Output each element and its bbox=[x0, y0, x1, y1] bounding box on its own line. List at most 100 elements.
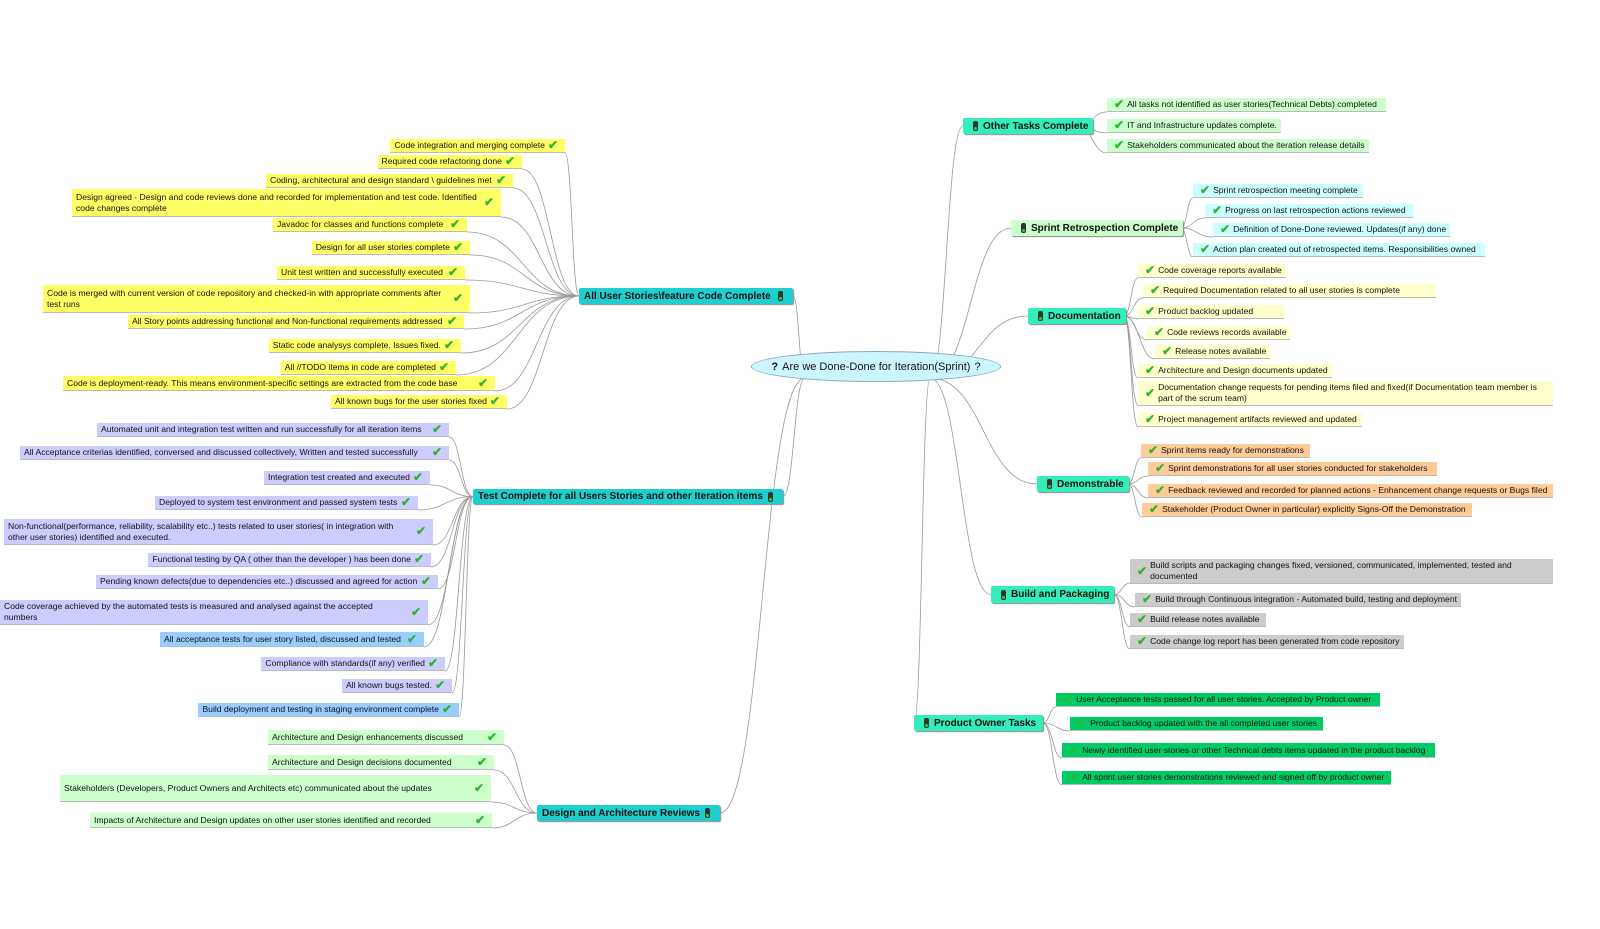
checklist-item[interactable]: All acceptance tests for user story list… bbox=[160, 632, 424, 647]
checklist-item-text: Progress on last retrospection actions r… bbox=[1225, 205, 1406, 215]
checklist-item[interactable]: ✔IT and Infrastructure updates complete. bbox=[1107, 119, 1281, 133]
checklist-item-text: Required code refactoring done bbox=[381, 156, 502, 166]
branch-topic[interactable]: Other Tasks Complete bbox=[963, 118, 1094, 134]
checklist-item[interactable]: ✔All tasks not identified as user storie… bbox=[1107, 98, 1386, 112]
question-icon: ? bbox=[974, 360, 981, 373]
item-connector bbox=[1042, 706, 1057, 724]
branch-label: Product Owner Tasks bbox=[934, 717, 1037, 729]
check-icon: ✔ bbox=[474, 812, 485, 827]
checklist-item[interactable]: Unit test written and successfully execu… bbox=[277, 266, 465, 280]
branch-topic[interactable]: Design and Architecture Reviews bbox=[537, 805, 721, 821]
check-icon: ✔ bbox=[1149, 502, 1160, 516]
checklist-item-text: All known bugs for the user stories fixe… bbox=[335, 396, 487, 406]
branch-topic[interactable]: Demonstrable bbox=[1037, 476, 1129, 492]
checklist-item[interactable]: ✔Feedback reviewed and recorded for plan… bbox=[1148, 484, 1553, 498]
checklist-item[interactable]: ✔Documentation change requests for pendi… bbox=[1138, 381, 1553, 406]
checklist-item[interactable]: Design for all user stories complete✔ bbox=[311, 241, 470, 255]
checklist-item-text: Integration test created and executed bbox=[268, 472, 410, 482]
item-connector bbox=[1113, 582, 1131, 595]
checklist-item[interactable]: Build deployment and testing in staging … bbox=[198, 703, 459, 717]
checklist-item-text: Functional testing by QA ( other than th… bbox=[152, 554, 411, 564]
checklist-item[interactable]: ✔Definition of Done-Done reviewed. Updat… bbox=[1213, 223, 1451, 237]
check-icon: ✔ bbox=[473, 780, 484, 795]
checklist-item[interactable]: ✔Project management artifacts reviewed a… bbox=[1138, 413, 1362, 427]
checklist-item[interactable]: Coding, architectural and design standar… bbox=[266, 174, 513, 188]
checklist-item[interactable]: Integration test created and executed✔ bbox=[264, 471, 430, 485]
checklist-item[interactable]: ✔Code coverage reports available bbox=[1138, 264, 1286, 278]
checklist-item[interactable]: Functional testing by QA ( other than th… bbox=[148, 553, 431, 567]
checklist-item[interactable]: Stakeholders (Developers, Product Owners… bbox=[60, 775, 491, 802]
branch-topic[interactable]: All User Stories\feature Code Complete bbox=[579, 288, 793, 304]
check-icon: ✔ bbox=[1162, 344, 1173, 358]
checklist-item[interactable]: ✔Architecture and Design documents updat… bbox=[1138, 364, 1332, 378]
checklist-item[interactable]: ✔Newly identified user stories or other … bbox=[1062, 743, 1435, 758]
item-connector bbox=[493, 769, 538, 814]
item-connector bbox=[469, 254, 580, 297]
checklist-item[interactable]: ✔Action plan created out of retrospected… bbox=[1193, 243, 1485, 257]
checklist-item-text: Design agreed - Design and code reviews … bbox=[76, 191, 477, 213]
checklist-item[interactable]: ✔Required Documentation related to all u… bbox=[1143, 284, 1436, 298]
branch-topic[interactable]: Documentation bbox=[1028, 308, 1126, 324]
checklist-item[interactable]: All Acceptance criterias identified, con… bbox=[20, 446, 449, 460]
check-icon: ✔ bbox=[1145, 385, 1156, 400]
check-icon: ✔ bbox=[427, 656, 438, 670]
item-connector bbox=[500, 216, 580, 297]
checklist-item[interactable]: ✔Product backlog updated with the all co… bbox=[1070, 717, 1323, 731]
checklist-item[interactable]: Pending known defects(due to dependencie… bbox=[96, 575, 438, 589]
checklist-item-text: User Acceptance tests passed for all use… bbox=[1076, 694, 1372, 704]
checklist-item[interactable]: ✔Stakeholder (Product Owner in particula… bbox=[1142, 503, 1472, 517]
checklist-item[interactable]: ✔Sprint retrospection meeting complete bbox=[1193, 184, 1363, 198]
central-topic[interactable]: ? Are we Done-Done for Iteration(Sprint)… bbox=[751, 351, 1001, 382]
checklist-item[interactable]: ✔Product backlog updated bbox=[1138, 305, 1284, 319]
branch-topic[interactable]: Test Complete for all Users Stories and … bbox=[473, 489, 783, 504]
checklist-item[interactable]: ✔Release notes available bbox=[1155, 344, 1271, 359]
check-icon: ✔ bbox=[1200, 242, 1211, 256]
branch-topic[interactable]: Product Owner Tasks bbox=[914, 715, 1043, 731]
item-connector bbox=[1042, 722, 1071, 732]
check-icon: ✔ bbox=[1145, 304, 1156, 318]
checklist-item[interactable]: ✔Build scripts and packaging changes fix… bbox=[1130, 559, 1553, 584]
checklist-item[interactable]: ✔Sprint demonstrations for all user stor… bbox=[1148, 462, 1437, 476]
checklist-item[interactable]: ✔Build through Continuous integration - … bbox=[1135, 593, 1461, 607]
checklist-item[interactable]: ✔All sprint user stories demonstrations … bbox=[1062, 771, 1391, 785]
checklist-item[interactable]: Compliance with standards(if any) verifi… bbox=[261, 657, 445, 671]
checklist-item[interactable]: Automated unit and integration test writ… bbox=[97, 423, 449, 437]
checklist-item[interactable]: Static code analysys complete. Issues fi… bbox=[268, 339, 461, 353]
checklist-item-text: Code integration and merging complete bbox=[394, 140, 545, 150]
checklist-item[interactable]: Code is deployment-ready. This means env… bbox=[63, 376, 495, 391]
checklist-item[interactable]: Code coverage achieved by the automated … bbox=[0, 600, 428, 625]
checklist-item-text: Code reviews records available bbox=[1167, 327, 1287, 337]
checklist-item[interactable]: All known bugs for the user stories fixe… bbox=[331, 395, 507, 409]
checklist-item[interactable]: Non-functional(performance, reliability,… bbox=[4, 519, 433, 545]
checklist-item[interactable]: Required code refactoring done✔ bbox=[377, 155, 522, 169]
item-connector bbox=[460, 295, 580, 354]
traffic-light-icon bbox=[973, 121, 978, 131]
checklist-item[interactable]: ✔Sprint items ready for demonstrations bbox=[1141, 444, 1310, 458]
checklist-item[interactable]: Design agreed - Design and code reviews … bbox=[72, 189, 501, 217]
branch-topic[interactable]: Sprint Retrospection Complete bbox=[1011, 220, 1184, 236]
checklist-item[interactable]: Javadoc for classes and functions comple… bbox=[273, 218, 467, 232]
checklist-item[interactable]: ✔Stakeholders communicated about the ite… bbox=[1107, 139, 1369, 153]
check-icon: ✔ bbox=[489, 394, 500, 408]
checklist-item[interactable]: All known bugs tested.✔ bbox=[341, 679, 452, 693]
checklist-item[interactable]: Architecture and Design decisions docume… bbox=[268, 755, 494, 770]
checklist-item[interactable]: ✔Build release notes available bbox=[1130, 613, 1266, 627]
checklist-item-text: Pending known defects(due to dependencie… bbox=[100, 576, 418, 586]
checklist-item[interactable]: Code is merged with current version of c… bbox=[43, 285, 470, 313]
checklist-item[interactable]: ✔Progress on last retrospection actions … bbox=[1205, 204, 1413, 218]
checklist-item-text: Code is merged with current version of c… bbox=[47, 287, 442, 309]
checklist-item[interactable]: ✔User Acceptance tests passed for all us… bbox=[1056, 693, 1380, 707]
checklist-item[interactable]: All //TODO items in code are completed✔ bbox=[280, 361, 456, 375]
checklist-item[interactable]: Code integration and merging complete✔ bbox=[390, 139, 565, 153]
central-topic-label: Are we Done-Done for Iteration(Sprint) bbox=[782, 360, 971, 373]
branch-topic[interactable]: Build and Packaging bbox=[991, 586, 1115, 603]
checklist-item[interactable]: ✔Code reviews records available bbox=[1147, 326, 1291, 340]
checklist-item[interactable]: Deployed to system test environment and … bbox=[155, 496, 418, 510]
checklist-item[interactable]: ✔Code change log report has been generat… bbox=[1130, 635, 1404, 649]
checklist-item[interactable]: Impacts of Architecture and Design updat… bbox=[90, 813, 492, 828]
check-icon: ✔ bbox=[447, 265, 458, 279]
checklist-item-text: Unit test written and successfully execu… bbox=[281, 267, 443, 277]
checklist-item-text: Automated unit and integration test writ… bbox=[101, 424, 422, 434]
checklist-item[interactable]: All Story points addressing functional a… bbox=[128, 315, 464, 329]
checklist-item[interactable]: Architecture and Design enhancements dis… bbox=[268, 730, 504, 745]
